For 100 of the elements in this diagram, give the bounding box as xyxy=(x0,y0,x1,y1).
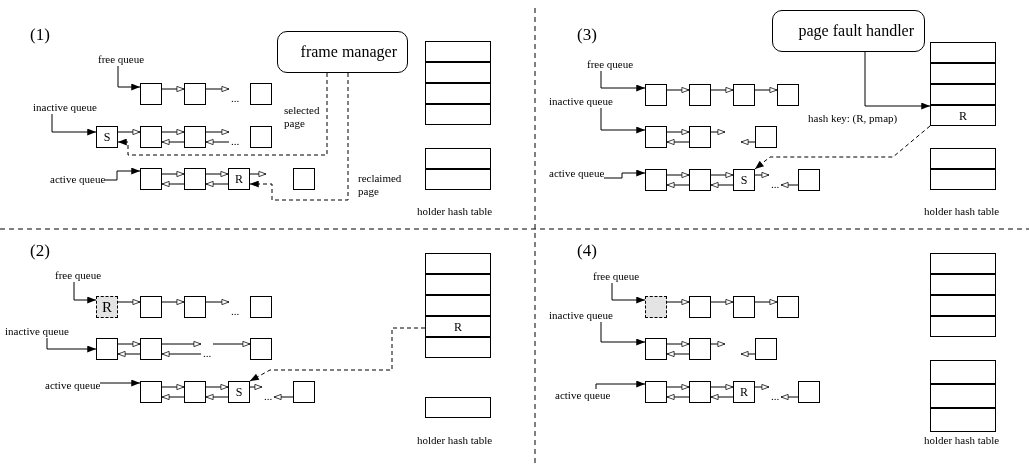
hash-table-cell xyxy=(930,316,996,337)
page-frame-box xyxy=(689,381,711,403)
queue-label: free queue xyxy=(587,58,634,71)
page-frame-box xyxy=(96,338,118,360)
page-frame-box xyxy=(777,84,799,106)
hash-table-cell xyxy=(425,169,491,190)
page-frame-box: S xyxy=(733,169,755,191)
hash-table-cell xyxy=(930,169,996,190)
ellipsis: ... xyxy=(769,169,781,191)
arrow xyxy=(104,167,141,181)
queue-label: free queue xyxy=(55,269,102,282)
arrow xyxy=(99,379,141,387)
dashed-arrow xyxy=(249,327,426,382)
page-frame-box xyxy=(798,381,820,403)
arrow xyxy=(710,384,734,390)
arrow xyxy=(117,341,141,347)
queue-label: active queue xyxy=(45,379,101,392)
arrow xyxy=(73,281,97,304)
dashed-arrow xyxy=(117,72,328,156)
arrow xyxy=(740,351,756,357)
page-frame-box xyxy=(733,84,755,106)
arrow xyxy=(603,169,646,179)
page-frame-box xyxy=(140,126,162,148)
page-frame-box xyxy=(140,296,162,318)
arrow xyxy=(754,172,770,178)
page-frame-box xyxy=(645,84,667,106)
arrow xyxy=(161,299,185,305)
hash-table-cell xyxy=(930,360,996,384)
hash-table-cell xyxy=(425,253,491,274)
page-frame-box xyxy=(140,83,162,105)
hash-table-cell xyxy=(930,253,996,274)
ellipsis: ... xyxy=(201,338,213,360)
arrow xyxy=(117,351,141,357)
queue-label: inactive queue xyxy=(549,95,613,108)
panel-number: (1) xyxy=(30,25,50,44)
queue-label: active queue xyxy=(549,167,605,180)
hash-table-cell xyxy=(425,41,491,62)
hash-table-cell xyxy=(930,63,996,84)
arrow xyxy=(273,394,294,400)
hash-table-cell xyxy=(425,295,491,316)
panel-number: (3) xyxy=(577,25,597,44)
page-frame-box xyxy=(689,126,711,148)
panel-number: (4) xyxy=(577,241,597,260)
page-frame-box xyxy=(645,338,667,360)
hash-table-cell xyxy=(425,274,491,295)
dashed-arrow xyxy=(249,72,349,201)
page-frame-box xyxy=(689,296,711,318)
queue-label: inactive queue xyxy=(549,309,613,322)
page-frame-box: R xyxy=(228,168,250,190)
hash-table-cell xyxy=(425,62,491,83)
hash-table-cell xyxy=(930,384,996,408)
page-frame-box xyxy=(645,296,667,318)
page-frame-box xyxy=(250,338,272,360)
process-box: frame manager xyxy=(277,31,408,73)
ellipsis: ... xyxy=(229,83,241,105)
arrow xyxy=(595,380,646,390)
queue-label: inactive queue xyxy=(5,325,69,338)
page-frame-box: R xyxy=(733,381,755,403)
hash-table-cell xyxy=(930,295,996,316)
page-frame-box xyxy=(184,83,206,105)
page-frame-box xyxy=(798,169,820,191)
hash-table-cell xyxy=(930,148,996,169)
page-frame-box xyxy=(645,381,667,403)
hash-table-cell xyxy=(930,42,996,63)
arrow xyxy=(780,182,799,188)
hash-table-cell xyxy=(425,148,491,169)
arrow xyxy=(710,172,734,178)
page-frame-box: S xyxy=(228,381,250,403)
page-frame-box xyxy=(140,168,162,190)
page-frame-box xyxy=(689,84,711,106)
page-frame-box xyxy=(184,168,206,190)
arrow xyxy=(249,171,267,177)
table-caption: holder hash table xyxy=(924,205,1000,218)
hash-table-cell xyxy=(425,397,491,418)
edge-label: hash key: (R, pmap) xyxy=(808,112,898,125)
ellipsis: ... xyxy=(262,381,274,403)
table-caption: holder hash table xyxy=(417,434,493,447)
arrow xyxy=(117,129,141,135)
page-frame-box xyxy=(689,338,711,360)
arrow xyxy=(161,384,185,390)
page-frame-box xyxy=(140,338,162,360)
page-frame-box xyxy=(184,296,206,318)
arrow xyxy=(600,107,646,134)
hash-table-cell xyxy=(930,408,996,432)
page-frame-box xyxy=(755,338,777,360)
page-frame-box xyxy=(140,381,162,403)
hash-table-cell xyxy=(930,274,996,295)
arrow xyxy=(864,51,931,110)
page-frame-box xyxy=(250,296,272,318)
hash-table-cell xyxy=(930,84,996,105)
arrow xyxy=(161,341,202,347)
page-frame-box xyxy=(293,168,315,190)
page-frame-box xyxy=(250,126,272,148)
page-frame-box xyxy=(777,296,799,318)
hash-table-cell: R xyxy=(930,105,996,126)
queue-label: active queue xyxy=(555,389,611,402)
table-caption: holder hash table xyxy=(924,434,1000,447)
arrow xyxy=(212,341,251,347)
hash-table-cell xyxy=(425,83,491,104)
hash-table-cell xyxy=(425,337,491,358)
